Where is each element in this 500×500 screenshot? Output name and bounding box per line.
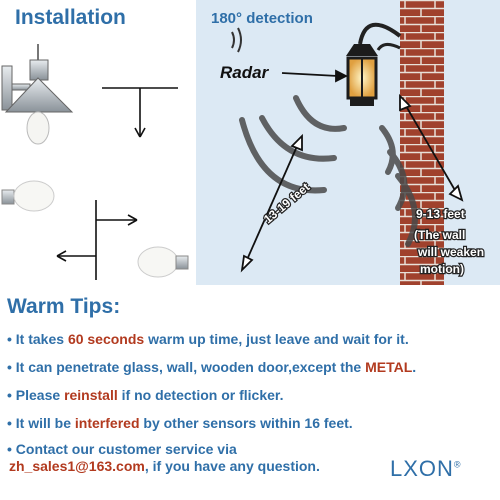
- mount-down-diagram: [102, 87, 178, 138]
- wall-note-line-3: motion): [420, 262, 464, 276]
- detection-title: 180° detection: [211, 10, 313, 27]
- installation-title: Installation: [15, 6, 126, 29]
- illustration-layer: 13-19 feet 9-13 feet (The wall will weak…: [1, 0, 485, 285]
- mount-side-diagram: [56, 200, 138, 280]
- warm-tips-title: Warm Tips:: [7, 295, 121, 318]
- range-arrow-front: [240, 133, 303, 273]
- radar-label: Radar: [220, 63, 269, 82]
- bulb-upper-icon: [1, 180, 55, 212]
- radar-pointer: [281, 69, 349, 83]
- tip-interference: • It will be interfered by other sensors…: [7, 415, 353, 431]
- tip-penetration: • It can penetrate glass, wall, wooden d…: [7, 359, 417, 375]
- brick-wall: [400, 0, 444, 285]
- wall-lamp-icon: [1, 44, 74, 145]
- tip-contact: • Contact our customer service via: [7, 441, 237, 457]
- contact-email-line: zh_sales1@163.com, if you have any quest…: [9, 458, 320, 474]
- lantern-icon: [346, 22, 402, 106]
- wall-note-line-2: will weaken: [417, 245, 484, 259]
- email-link[interactable]: zh_sales1@163.com: [9, 458, 145, 474]
- range-arrow-side: [399, 93, 464, 202]
- radar-pulse-icon: [231, 27, 242, 53]
- tip-warmup: • It takes 60 seconds warm up time, just…: [7, 331, 409, 347]
- brand-logo: LXON®: [390, 456, 462, 481]
- range-side-label: 9-13 feet: [416, 207, 465, 221]
- bulb-lower-icon: [137, 246, 189, 278]
- tip-reinstall: • Please reinstall if no detection or fl…: [7, 387, 284, 403]
- wall-note-line-1: (The wall: [414, 228, 465, 242]
- motion-waves-icon: [239, 95, 418, 247]
- warm-tips-section: Warm Tips: • It takes 60 seconds warm up…: [0, 285, 500, 500]
